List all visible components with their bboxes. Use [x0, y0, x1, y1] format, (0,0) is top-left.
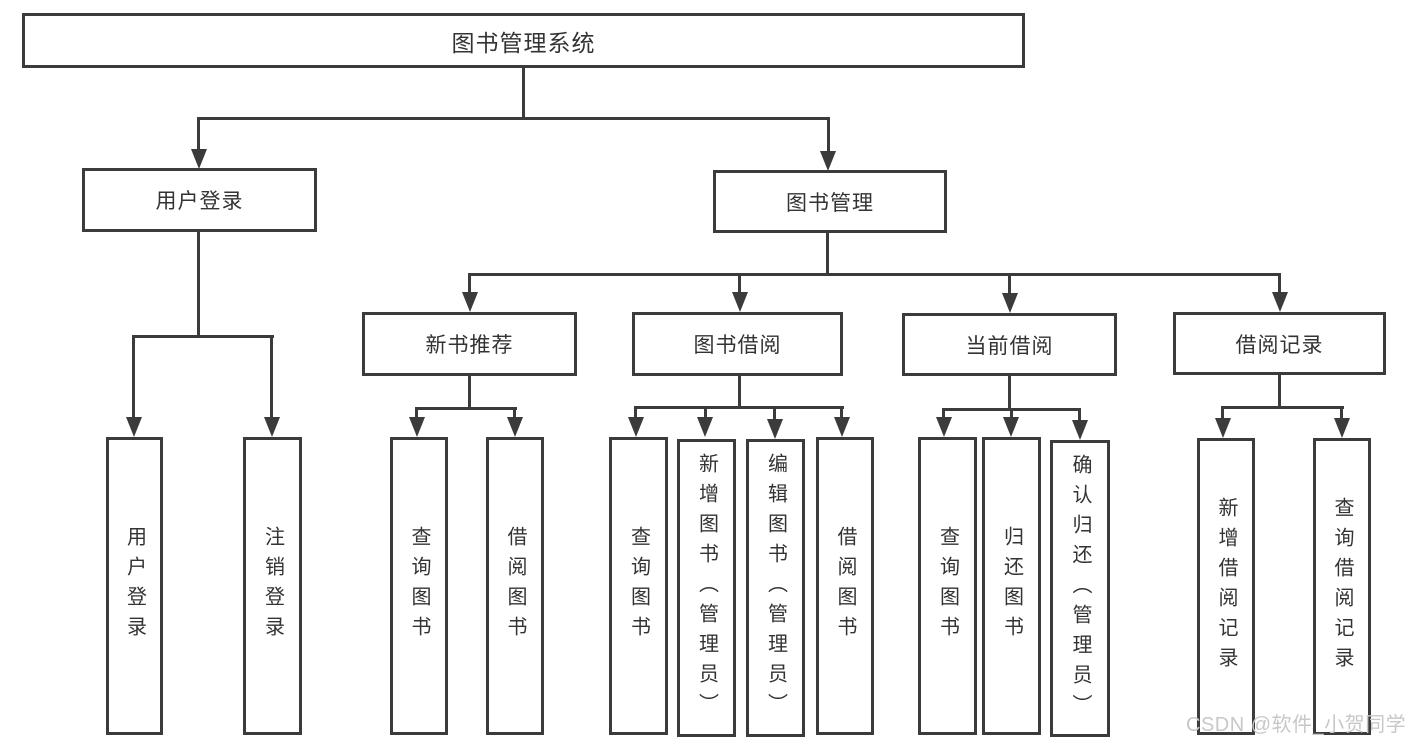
connector-newbook-shaft: [468, 273, 471, 295]
leaf-user-login: 用户登录: [106, 437, 163, 735]
connector-recommend-rail: [416, 407, 517, 410]
arrow-book-mgmt: [820, 151, 836, 171]
connector-cur-confirm-shaft: [1078, 408, 1081, 420]
connector-mgmt-stem: [826, 233, 829, 273]
connector-current-shaft: [1008, 273, 1011, 295]
connector-rec-query-record-shaft: [1340, 406, 1343, 418]
arrow-rec-query-record: [1334, 418, 1350, 438]
connector-book-mgmt-shaft: [827, 117, 830, 152]
arrow-newbook: [462, 292, 478, 312]
arrow-cur-confirm: [1072, 420, 1088, 440]
leaf-recommend-query-books: 查询图书: [390, 437, 448, 735]
connector-cur-return-shaft: [1010, 408, 1013, 419]
connector-level2-rail: [198, 117, 830, 120]
arrow-rec-add-record: [1215, 418, 1231, 438]
leaf-current-confirm-return-admin: 确认归还（管理员）: [1050, 440, 1110, 737]
leaf-recommend-borrow-books: 借阅图书: [486, 437, 544, 735]
connector-recommend-stem: [468, 376, 471, 407]
connector-records-rail: [1221, 406, 1344, 409]
connector-rec-query-shaft: [415, 407, 418, 419]
connector-bor-query-shaft: [634, 406, 637, 419]
connector-user-rail: [133, 335, 274, 338]
arrow-cur-return: [1003, 417, 1019, 437]
connector-level3-rail: [469, 273, 1281, 276]
arrow-bor-borrow: [834, 417, 850, 437]
node-current-borrowing: 当前借阅: [902, 313, 1117, 376]
leaf-current-query-books: 查询图书: [918, 437, 977, 735]
connector-records-stem: [1278, 375, 1281, 406]
arrow-borrow: [732, 292, 748, 312]
csdn-watermark: CSDN @软件_小贺同学: [1186, 714, 1405, 736]
connector-bor-edit-shaft: [773, 406, 776, 419]
node-book-borrowing: 图书借阅: [632, 312, 843, 376]
node-new-book-recommend: 新书推荐: [362, 312, 577, 376]
leaf-borrowing-add-books-admin: 新增图书（管理员）: [677, 439, 736, 737]
leaf-records-add-record: 新增借阅记录: [1197, 438, 1255, 735]
arrow-records: [1272, 292, 1288, 312]
leaf-borrowing-query-books: 查询图书: [609, 437, 668, 735]
connector-borrowing-stem: [738, 376, 741, 406]
arrow-rec-query: [409, 417, 425, 437]
leaf-borrowing-edit-books-admin: 编辑图书（管理员）: [746, 439, 805, 737]
arrow-current: [1002, 293, 1018, 313]
connector-leaf-logout-shaft: [270, 335, 273, 419]
leaf-records-query-record: 查询借阅记录: [1313, 438, 1371, 735]
leaf-current-return-books: 归还图书: [982, 437, 1041, 735]
connector-rec-add-shaft: [1221, 406, 1224, 418]
node-root: 图书管理系统: [22, 13, 1025, 68]
connector-current-stem: [1008, 376, 1011, 408]
arrow-user-login: [191, 149, 207, 169]
connector-borrowing-rail: [634, 406, 844, 409]
connector-bor-add-shaft: [704, 406, 707, 419]
arrow-bor-edit: [767, 419, 783, 439]
node-user-login-group: 用户登录: [82, 168, 317, 232]
arrow-rec-borrow: [507, 417, 523, 437]
arrow-bor-add: [697, 417, 713, 437]
leaf-logout: 注销登录: [243, 437, 302, 735]
node-borrowing-records: 借阅记录: [1173, 312, 1386, 375]
connector-records-shaft: [1278, 273, 1281, 295]
connector-bor-borrow-shaft: [840, 406, 843, 419]
connector-cur-query-shaft: [942, 408, 945, 419]
node-book-management: 图书管理: [713, 170, 947, 233]
arrow-leaf-logout: [264, 417, 280, 437]
connector-borrow-shaft: [738, 273, 741, 295]
connector-leaf-login-shaft: [132, 335, 135, 419]
connector-rec-borrow-shaft: [513, 407, 516, 419]
arrow-bor-query: [628, 417, 644, 437]
arrow-leaf-login: [126, 417, 142, 437]
arrow-cur-query: [936, 417, 952, 437]
connector-user-login-shaft: [197, 117, 200, 151]
connector-user-stem: [197, 232, 200, 335]
leaf-borrowing-borrow-books: 借阅图书: [816, 437, 874, 735]
connector-root-stem: [522, 68, 525, 117]
